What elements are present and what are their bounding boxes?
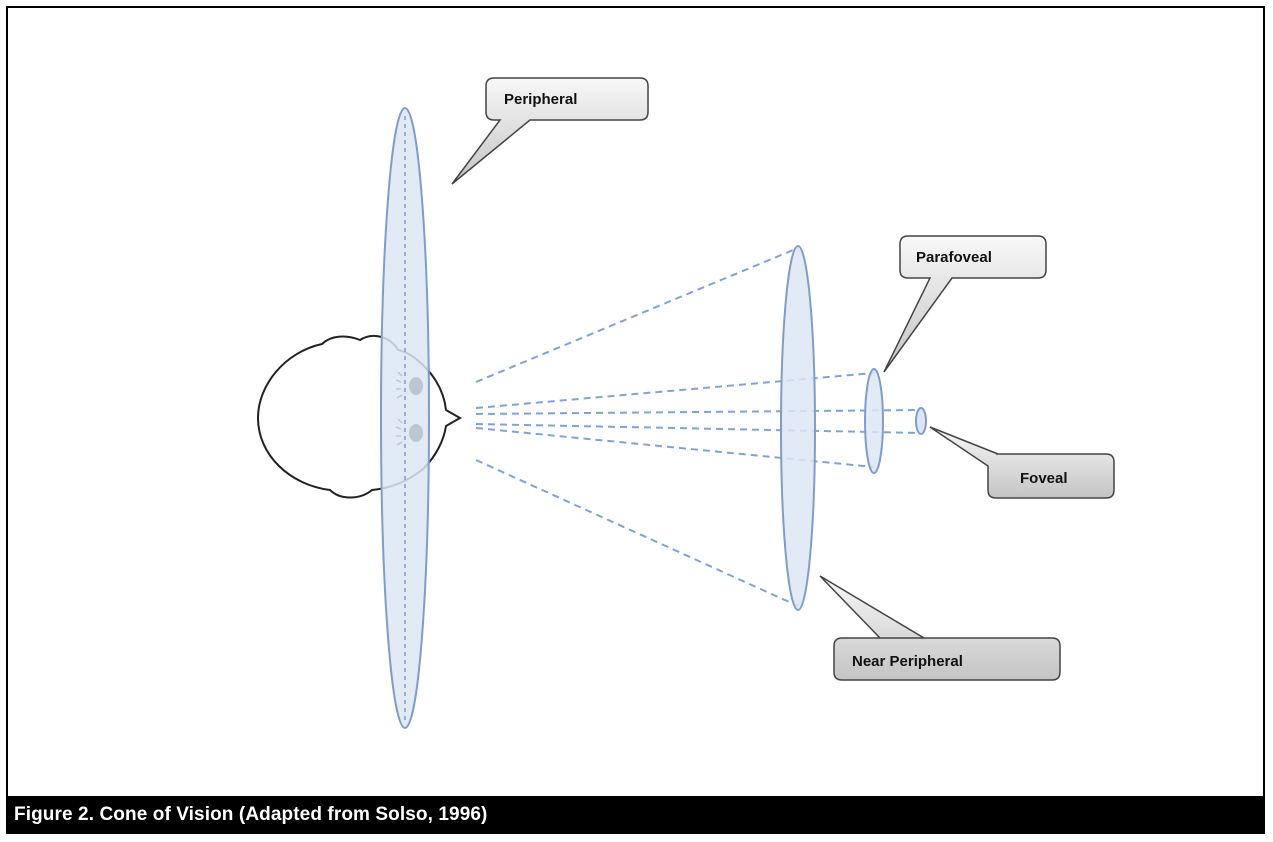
cone-line-mid-top (475, 372, 875, 409)
cone-line-outer-top (475, 247, 799, 383)
near-peripheral-ellipse (780, 245, 816, 611)
callout-parafoveal-label: Parafoveal (916, 249, 992, 266)
cone-line-inner-top (475, 409, 921, 415)
cone-line-mid-bottom (475, 427, 875, 468)
callout-near-peripheral-label: Near Peripheral (852, 653, 963, 670)
cone-line-inner-bottom (475, 423, 921, 434)
peripheral-ellipse (380, 107, 430, 729)
callout-peripheral-label: Peripheral (504, 91, 577, 108)
figure-caption: Figure 2. Cone of Vision (Adapted from S… (14, 804, 488, 825)
foveal-ellipse (915, 407, 927, 435)
callout-near-peripheral: Near Peripheral (819, 575, 1061, 681)
callout-foveal: Foveal (929, 426, 1115, 499)
callout-peripheral: Peripheral (451, 77, 649, 185)
parafoveal-ellipse (864, 368, 884, 474)
figure-caption-bar: Figure 2. Cone of Vision (Adapted from S… (6, 796, 1265, 834)
figure-frame (6, 6, 1265, 834)
cone-lines (475, 247, 921, 607)
cone-line-outer-bottom (475, 459, 799, 607)
callout-parafoveal: Parafoveal (883, 235, 1047, 373)
callout-foveal-label: Foveal (1020, 470, 1068, 487)
